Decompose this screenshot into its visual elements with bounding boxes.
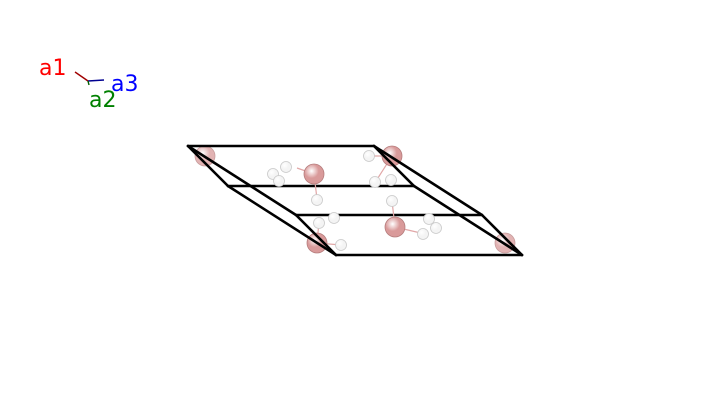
hydrogen-atom bbox=[335, 239, 347, 251]
unit-cell-back bbox=[226, 184, 484, 217]
axis-label-a2: a2 bbox=[89, 88, 116, 113]
hydrogen-atom bbox=[369, 176, 381, 188]
cell-edge bbox=[412, 184, 524, 257]
hydrogen-atom bbox=[328, 212, 340, 224]
cell-edge bbox=[186, 144, 298, 217]
atom-layer bbox=[194, 145, 516, 254]
hydrogen-atom bbox=[280, 161, 292, 173]
axis-a3-line bbox=[87, 79, 105, 82]
axis-a2-line bbox=[87, 80, 90, 86]
hydrogen-atom bbox=[313, 217, 325, 229]
hydrogen-atom bbox=[311, 194, 323, 206]
hydrogen-atom bbox=[423, 213, 435, 225]
cell-edge bbox=[372, 144, 484, 217]
hydrogen-atom bbox=[273, 175, 285, 187]
hydrogen-atom bbox=[430, 222, 442, 234]
unit-cell-front bbox=[186, 144, 524, 257]
axis-label-a1: a1 bbox=[39, 56, 66, 81]
hydrogen-atom bbox=[417, 228, 429, 240]
axis-a1-line bbox=[74, 71, 89, 82]
hydrogen-atom bbox=[363, 150, 375, 162]
heavy-atom bbox=[303, 163, 325, 185]
cell-edge bbox=[294, 213, 338, 257]
cell-edge bbox=[226, 184, 338, 257]
axis-triad: a1 a2 a3 bbox=[39, 56, 138, 113]
cell-edge bbox=[186, 144, 230, 188]
hydrogen-atom bbox=[386, 195, 398, 207]
axis-label-a3: a3 bbox=[111, 72, 138, 97]
heavy-atom bbox=[384, 216, 406, 238]
hydrogen-atom bbox=[385, 174, 397, 186]
cell-edge bbox=[372, 144, 416, 188]
cell-edge bbox=[480, 213, 524, 257]
